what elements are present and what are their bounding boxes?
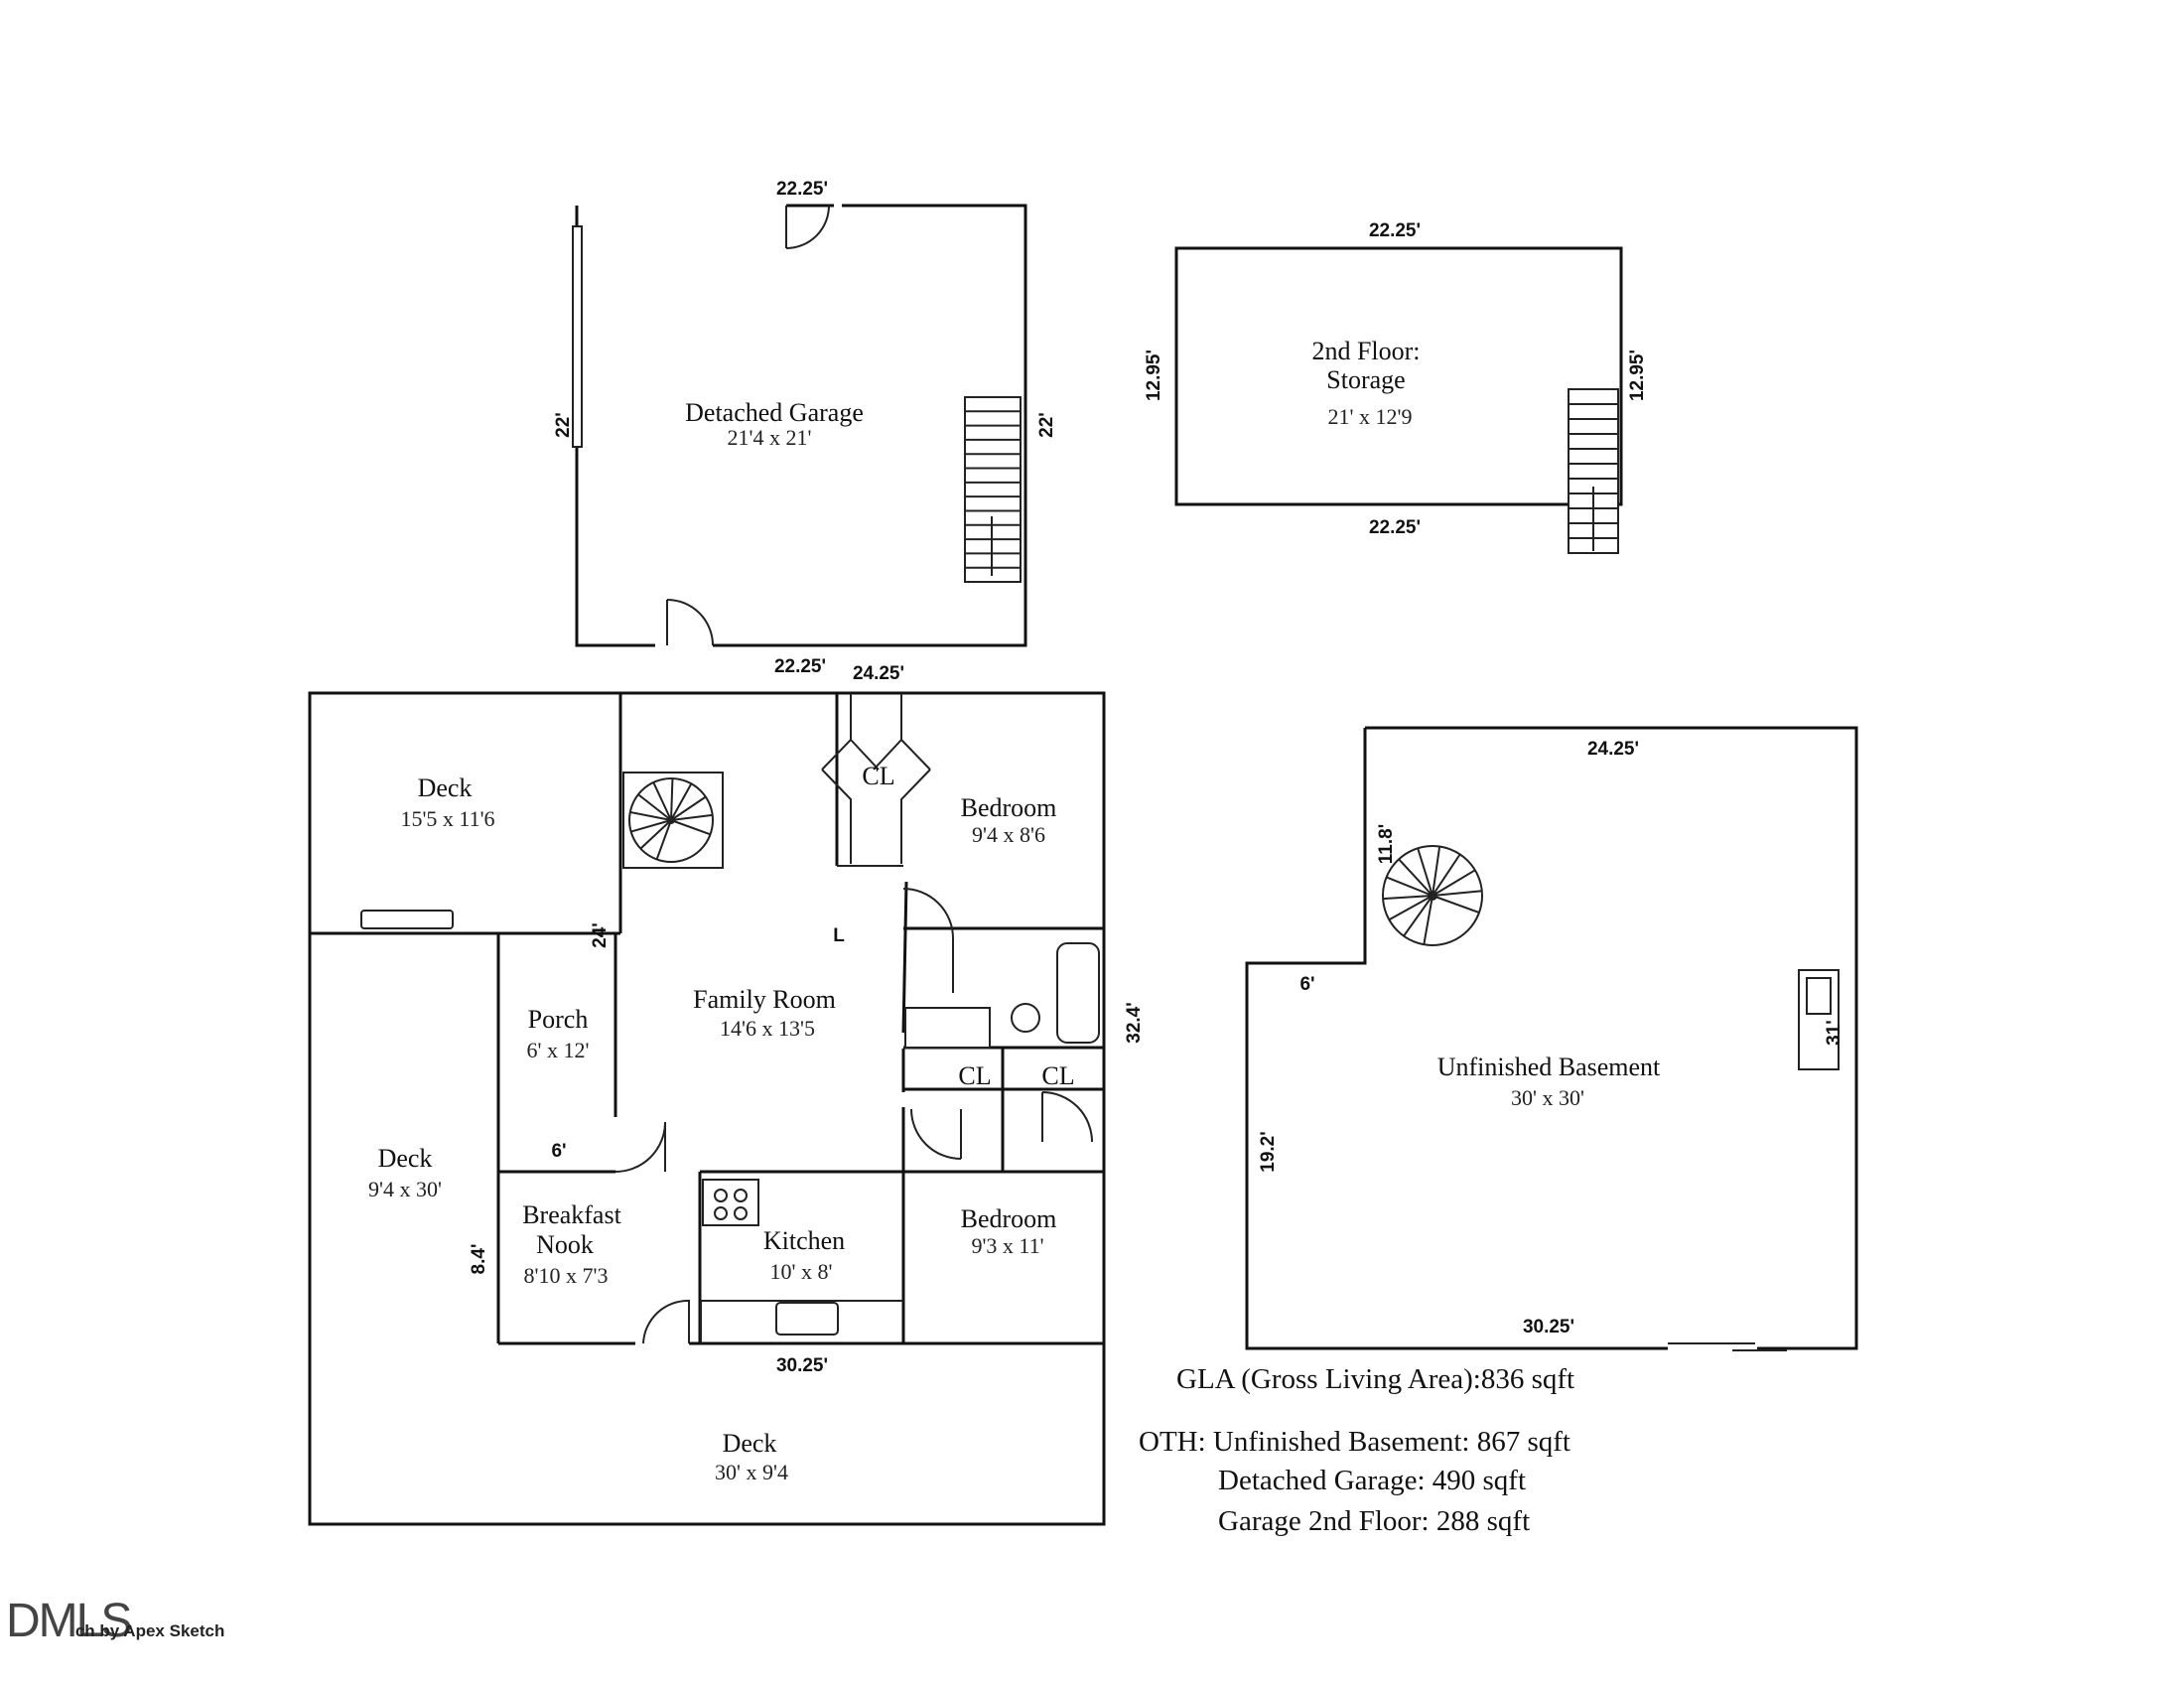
basement-bottom-dimension: 30.25' xyxy=(1523,1317,1574,1337)
footer: DMLS ch by Apex Sketch xyxy=(6,1594,224,1648)
garage-window xyxy=(572,225,583,448)
kitchen-name: Kitchen xyxy=(763,1226,845,1255)
fireplace-hearth xyxy=(360,910,454,929)
storage-right-dimension: 12.95' xyxy=(1627,350,1648,401)
garage-stairs xyxy=(964,396,1022,583)
sketch-credit: ch by Apex Sketch xyxy=(74,1621,225,1640)
basement-stair-dimension: 11.8' xyxy=(1376,824,1397,864)
deck-nw-name: Deck xyxy=(418,774,473,802)
storage-plan xyxy=(1174,246,1623,554)
main-house-plan xyxy=(308,691,1106,1526)
bedroom-n-size: 9'4 x 8'6 xyxy=(972,822,1045,847)
garage-room-size: 21'4 x 21' xyxy=(728,425,812,450)
spiral-stair-basement xyxy=(1382,845,1483,946)
closet-label-n: CL xyxy=(862,762,894,790)
storage-stairs xyxy=(1568,388,1619,554)
oth-prefix: OTH: xyxy=(1139,1426,1206,1458)
garage-right-dimension: 22' xyxy=(1036,412,1057,438)
porch-size: 6' x 12' xyxy=(527,1038,590,1062)
deck-w-size: 9'4 x 30' xyxy=(368,1177,442,1201)
garage2-summary: Garage 2nd Floor: 288 sqft xyxy=(1218,1505,1530,1538)
garage2-area-value: 288 sqft xyxy=(1435,1505,1531,1537)
basement-step-dimension: 6' xyxy=(1299,974,1314,995)
breakfast-nook-size: 8'10 x 7'3 xyxy=(524,1263,609,1288)
storage-left-dimension: 12.95' xyxy=(1144,350,1164,401)
deck-w-name: Deck xyxy=(378,1144,433,1173)
storage-room-name-line2: Storage xyxy=(1326,365,1405,394)
garage-area-label: Detached Garage: xyxy=(1218,1465,1426,1496)
garage-summary: Detached Garage: 490 sqft xyxy=(1218,1465,1526,1497)
basement-top-dimension: 24.25' xyxy=(1587,739,1639,760)
garage2-area-label: Garage 2nd Floor: xyxy=(1218,1505,1430,1537)
deck-s-size: 30' x 9'4 xyxy=(715,1460,788,1484)
dmls-watermark: DMLS xyxy=(6,1595,132,1647)
porch-side-dimension: 24' xyxy=(590,922,611,948)
house-right-dimension: 32.4' xyxy=(1124,1002,1145,1044)
basement-area-label: Unfinished Basement: xyxy=(1212,1426,1470,1458)
basement-plan xyxy=(1245,726,1858,1351)
deck-s-name: Deck xyxy=(723,1429,777,1458)
family-room-size: 14'6 x 13'5 xyxy=(720,1016,815,1041)
porch-name: Porch xyxy=(528,1005,589,1034)
porch-bottom-dimension: 6' xyxy=(551,1141,566,1162)
closet-label-hall: CL xyxy=(1041,1061,1074,1090)
breakfast-nook-name-line2: Nook xyxy=(536,1230,594,1259)
storage-top-dimension: 22.25' xyxy=(1369,220,1421,241)
bathtub xyxy=(1056,942,1100,1044)
gla-summary: GLA (Gross Living Area):836 sqft xyxy=(1176,1363,1575,1395)
garage-top-dimension: 22.25' xyxy=(776,179,828,200)
garage-room-name: Detached Garage xyxy=(685,398,864,427)
basement-area-value: 867 sqft xyxy=(1476,1426,1570,1458)
nook-side-dimension: 8.4' xyxy=(469,1244,489,1275)
bathroom-sink xyxy=(904,1007,991,1049)
oth-summary-basement: OTH: Unfinished Basement: 867 sqft xyxy=(1139,1426,1570,1459)
breakfast-nook-name-line1: Breakfast xyxy=(522,1200,621,1229)
family-room-name: Family Room xyxy=(693,985,836,1014)
kitchen-stove xyxy=(702,1179,759,1226)
garage-area-value: 490 sqft xyxy=(1432,1465,1527,1496)
house-top-dimension: 24.25' xyxy=(853,663,904,684)
kitchen-sink xyxy=(775,1302,839,1336)
bedroom-s-name: Bedroom xyxy=(961,1204,1057,1233)
detached-garage-plan xyxy=(572,204,1027,647)
bedroom-s-size: 9'3 x 11' xyxy=(971,1233,1043,1258)
storage-room-size: 21' x 12'9 xyxy=(1328,404,1413,429)
house-bottom-dimension: 30.25' xyxy=(776,1355,828,1376)
kitchen-size: 10' x 8' xyxy=(770,1259,833,1284)
spiral-stair-main xyxy=(622,772,724,869)
garage-bottom-dimension: 22.25' xyxy=(774,656,826,677)
basement-fixture xyxy=(1798,969,1840,1070)
garage-left-dimension: 22' xyxy=(553,412,574,438)
basement-name: Unfinished Basement xyxy=(1437,1053,1661,1081)
basement-left-dimension: 19.2' xyxy=(1258,1131,1279,1173)
basement-size: 30' x 30' xyxy=(1511,1085,1584,1110)
deck-nw-size: 15'5 x 11'6 xyxy=(400,806,494,831)
toilet xyxy=(1011,1003,1040,1033)
storage-bottom-dimension: 22.25' xyxy=(1369,517,1421,538)
l-marker: L xyxy=(833,925,845,946)
basement-right-dimension: 31' xyxy=(1824,1020,1844,1046)
closet-doors xyxy=(821,693,931,864)
storage-room-name-line1: 2nd Floor: xyxy=(1311,337,1420,365)
closet-label-bath: CL xyxy=(958,1061,991,1090)
bedroom-n-name: Bedroom xyxy=(961,793,1057,822)
